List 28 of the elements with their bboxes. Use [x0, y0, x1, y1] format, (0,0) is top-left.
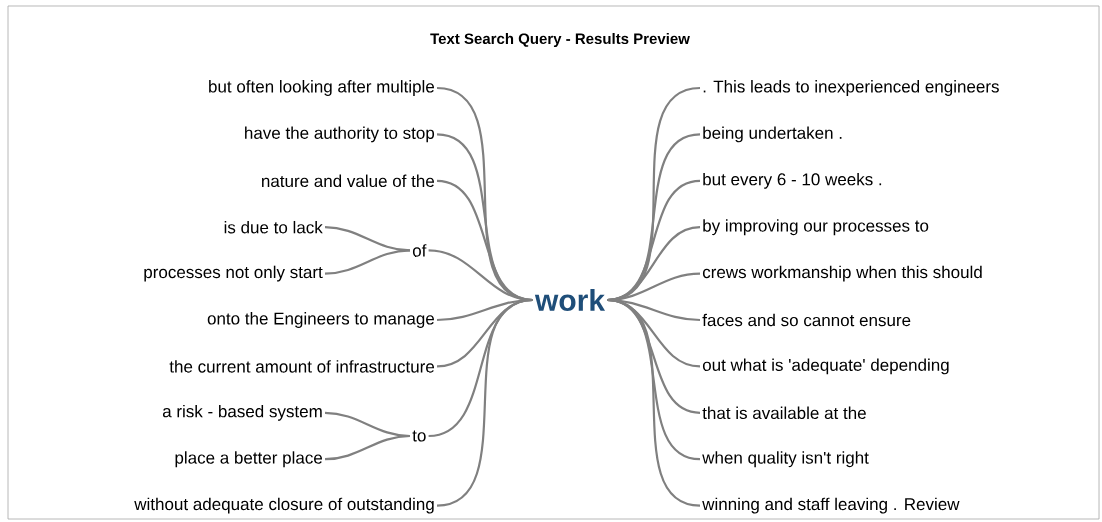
phrase-text: processes not only start: [144, 265, 323, 282]
phrase-text: being undertaken .: [703, 126, 842, 143]
connector-line: [324, 249, 411, 275]
phrase-text: that is available at the: [702, 406, 866, 420]
phrase-text: winning and staff leaving . Review: [702, 497, 960, 514]
connector-line: [324, 434, 411, 461]
phrase-text: . This leads to inexperienced engineers: [703, 80, 999, 96]
phrase-text: crews workmanship when this should: [702, 265, 982, 282]
phrase-text: when quality isn't right: [702, 451, 869, 468]
title: Text Search Query - Results Preview: [430, 33, 690, 47]
phrase-text: have the authority to stop: [245, 126, 435, 143]
phrase-text: out what is 'adequate' depending: [702, 358, 949, 375]
phrase-text: but every 6 - 10 weeks .: [703, 172, 882, 189]
phrase-text: a risk - based system: [162, 404, 322, 421]
phrase-text: place a better place: [175, 451, 322, 468]
phrase-text: nature and value of the: [262, 174, 434, 188]
root-word: work: [534, 289, 606, 311]
phrase-text: onto the Engineers to manage: [207, 312, 434, 328]
connector-line: [436, 298, 534, 507]
phrase-text: the current amount of infrastructure: [169, 360, 435, 373]
phrase-text: but often looking after multiple: [209, 80, 434, 96]
phrase-text: is due to lack: [224, 220, 323, 234]
branch-word: of: [412, 244, 427, 257]
phrase-text: faces and so cannot ensure: [702, 313, 911, 327]
phrase-text: by improving our processes to: [703, 219, 929, 236]
phrase-text: without adequate closure of outstanding: [134, 497, 434, 514]
branch-word: to: [412, 430, 426, 442]
connector-line: [607, 298, 701, 507]
